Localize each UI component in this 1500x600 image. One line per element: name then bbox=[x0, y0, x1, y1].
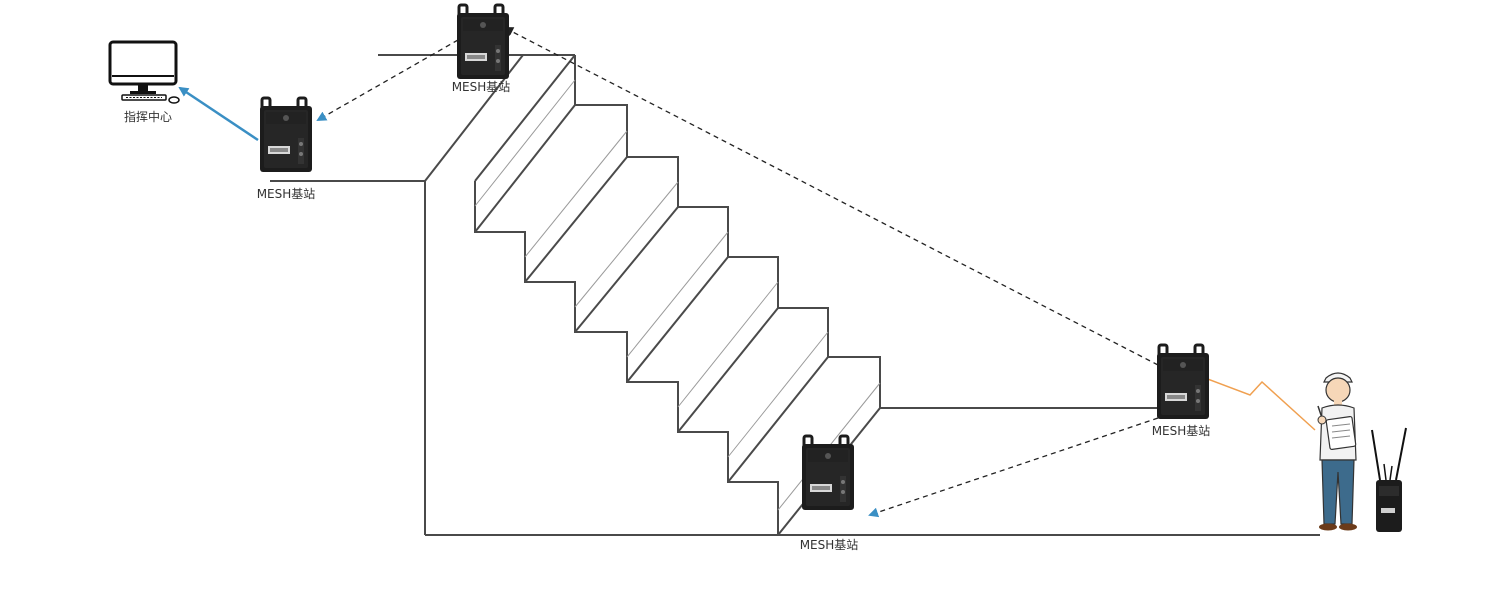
mesh-station-bottom bbox=[800, 434, 856, 512]
station-left-label: MESH基站 bbox=[257, 187, 316, 201]
wired-link-command bbox=[178, 86, 259, 142]
staircase-structure bbox=[270, 54, 1320, 536]
station-right-label: MESH基站 bbox=[1152, 424, 1211, 438]
mesh-base-station-icon bbox=[258, 96, 314, 174]
mesh-base-station-icon bbox=[455, 3, 511, 81]
field-operator-icon bbox=[1317, 372, 1357, 531]
mesh-station-top bbox=[455, 3, 511, 81]
mesh-base-station-icon bbox=[1155, 343, 1211, 421]
command-center-label: 指挥中心 bbox=[124, 109, 172, 124]
desktop-computer-icon bbox=[108, 40, 180, 104]
wireless-link-right-top bbox=[503, 27, 1159, 366]
mesh-base-station-icon bbox=[800, 434, 856, 512]
mesh-station-left bbox=[258, 96, 314, 174]
wireless-link-top-left bbox=[316, 39, 459, 121]
radio-link-operator bbox=[1204, 377, 1316, 431]
portable-radio-icon bbox=[1371, 427, 1407, 532]
mesh-station-right bbox=[1155, 343, 1211, 421]
station-top-label: MESH基站 bbox=[452, 80, 511, 94]
wireless-link-right-bottom bbox=[868, 417, 1159, 518]
station-bottom-label: MESH基站 bbox=[800, 538, 859, 552]
